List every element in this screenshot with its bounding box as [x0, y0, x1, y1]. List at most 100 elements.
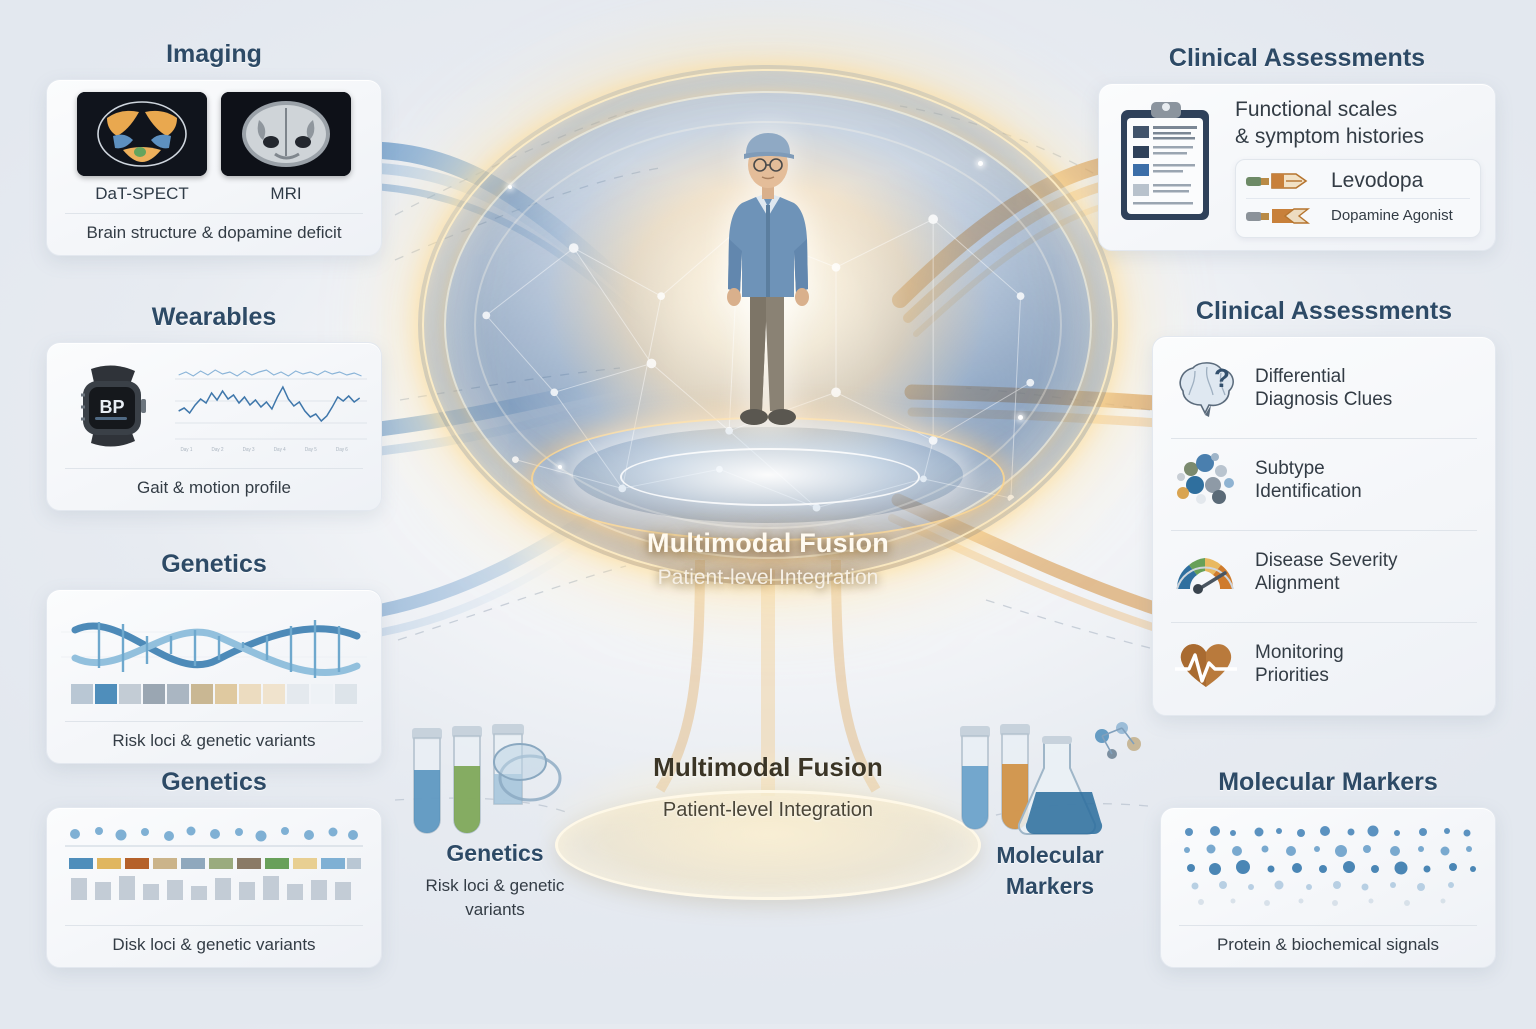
- orb-mid-ring: [444, 91, 1092, 559]
- card-divider: [65, 213, 363, 214]
- protein-signal-map-icon: [1175, 820, 1481, 916]
- capsule-icon: [1244, 203, 1322, 229]
- dat-spect-scan-icon: [77, 92, 207, 176]
- group-title-genetics-2: Genetics: [161, 768, 267, 796]
- group-title-clinical-list: Clinical Assessments: [1195, 297, 1453, 325]
- clinical-row-monitoring[interactable]: Monitoring Priorities: [1167, 623, 1481, 705]
- clipboard-icon: [1113, 96, 1225, 224]
- bottom-genetics-caption-1: Risk loci & genetic: [425, 876, 565, 895]
- group-wearables: Wearables BP: [46, 303, 382, 511]
- genome-track-icon: [61, 820, 367, 916]
- clinical-row-label: Monitoring Priorities: [1255, 641, 1344, 687]
- card-divider: [1171, 438, 1477, 439]
- group-clinical-top: Clinical Assessments: [1098, 44, 1496, 251]
- flask-tubes-icon: [952, 716, 1152, 848]
- group-genetics-dna: Genetics: [46, 550, 382, 764]
- clinical-heading-line2: & symptom histories: [1235, 125, 1425, 149]
- row-line1: Differential: [1255, 365, 1346, 387]
- card-molecular[interactable]: Protein & biochemical signals: [1160, 807, 1496, 968]
- sparkle: [558, 465, 562, 469]
- row-line2: Identification: [1255, 481, 1362, 502]
- svg-text:Day 1: Day 1: [180, 447, 192, 453]
- caption-wearables: Gait & motion profile: [136, 478, 291, 497]
- orb-outer-ring: [422, 69, 1114, 581]
- medication-row[interactable]: Levodopa: [1244, 165, 1472, 197]
- scan-label-dat-spect: DaT-SPECT: [95, 184, 189, 203]
- svg-text:BP: BP: [99, 397, 124, 417]
- group-molecular: Molecular Markers: [1160, 768, 1496, 968]
- bottom-genetics-caption-2: variants: [465, 900, 525, 920]
- card-clinical-top[interactable]: Functional scales & symptom histories: [1098, 83, 1496, 251]
- medication-list[interactable]: Levodopa: [1235, 158, 1481, 238]
- clinical-row-label: Subtype Identification: [1255, 457, 1362, 503]
- clinical-heading-line1: Functional scales: [1235, 98, 1398, 121]
- group-title-molecular: Molecular Markers: [1218, 768, 1438, 796]
- brain-question-icon: ?: [1171, 357, 1241, 419]
- bottom-molecular-title-2: Markers: [1005, 873, 1095, 899]
- svg-text:Day 3: Day 3: [243, 447, 255, 453]
- sparkle: [508, 185, 512, 189]
- card-divider: [65, 925, 363, 926]
- scan-label-mri: MRI: [270, 184, 302, 203]
- card-clinical-list[interactable]: ? Differential Diagnosis Clues: [1152, 336, 1496, 716]
- fusion-dish: [555, 790, 981, 900]
- bottom-genetics-title: Genetics: [446, 840, 544, 866]
- card-divider: [1171, 622, 1477, 623]
- caption-molecular: Protein & biochemical signals: [1216, 935, 1440, 954]
- svg-text:Day 2: Day 2: [212, 447, 224, 453]
- svg-text:Day 4: Day 4: [274, 447, 286, 453]
- gauge-icon: [1171, 541, 1241, 603]
- patient-figure: [702, 121, 834, 451]
- caption-imaging: Brain structure & dopamine deficit: [86, 223, 342, 242]
- group-title-wearables: Wearables: [151, 303, 277, 331]
- group-clinical-list: Clinical Assessments ? Differential Diag…: [1152, 297, 1496, 716]
- medication-label: Dopamine Agonist: [1331, 207, 1453, 225]
- clinical-row-label: Disease Severity Alignment: [1255, 549, 1398, 595]
- row-line2: Priorities: [1255, 665, 1329, 686]
- row-line1: Disease Severity: [1255, 549, 1398, 571]
- capsule-icon: [1244, 168, 1322, 194]
- test-tubes-green-icon: [398, 718, 588, 848]
- clinical-row-severity[interactable]: Disease Severity Alignment: [1167, 531, 1481, 613]
- heart-pulse-icon: [1171, 633, 1241, 695]
- smartwatch-icon: BP: [61, 355, 165, 459]
- bottom-label-genetics: Genetics Risk loci & genetic variants: [370, 840, 620, 921]
- medication-row[interactable]: Dopamine Agonist: [1244, 200, 1472, 232]
- caption-genetics-2: Disk loci & genetic variants: [112, 935, 316, 954]
- clinical-row-subtype[interactable]: Subtype Identification: [1167, 439, 1481, 521]
- card-divider: [65, 468, 363, 469]
- group-title-imaging: Imaging: [166, 40, 262, 68]
- card-divider: [65, 721, 363, 722]
- dna-helix-icon: [61, 602, 367, 712]
- group-title-genetics: Genetics: [161, 550, 267, 578]
- clinical-row-differential[interactable]: ? Differential Diagnosis Clues: [1167, 347, 1481, 429]
- svg-text:Day 6: Day 6: [336, 447, 348, 453]
- sparkle: [1018, 415, 1023, 420]
- medication-divider: [1246, 197, 1470, 199]
- card-genetics-tracks[interactable]: Disk loci & genetic variants: [46, 807, 382, 968]
- group-title-clinical-top: Clinical Assessments: [1168, 44, 1426, 72]
- molecule-cluster-icon: [1171, 449, 1241, 511]
- patient-platform: [573, 427, 963, 523]
- clinical-row-label: Differential Diagnosis Clues: [1255, 365, 1392, 411]
- svg-text:Day 5: Day 5: [305, 447, 317, 453]
- card-divider: [1171, 530, 1477, 531]
- scan-mri[interactable]: MRI: [221, 92, 351, 204]
- card-imaging[interactable]: DaT-SPECT: [46, 79, 382, 256]
- group-imaging: Imaging: [46, 40, 382, 256]
- mri-scan-icon: [221, 92, 351, 176]
- card-divider: [1179, 925, 1477, 926]
- medication-label: Levodopa: [1331, 168, 1424, 192]
- card-wearables[interactable]: BP: [46, 342, 382, 511]
- row-line1: Subtype: [1255, 457, 1325, 479]
- scan-dat-spect[interactable]: DaT-SPECT: [77, 92, 207, 204]
- row-line1: Monitoring: [1255, 641, 1344, 663]
- multimodal-fusion-orb: [418, 65, 1118, 585]
- group-genetics-tracks: Genetics: [46, 768, 382, 968]
- card-genetics-dna[interactable]: Risk loci & genetic variants: [46, 589, 382, 764]
- caption-genetics: Risk loci & genetic variants: [112, 731, 316, 750]
- row-line2: Diagnosis Clues: [1255, 389, 1393, 410]
- bottom-molecular-title-1: Molecular: [996, 842, 1104, 868]
- bottom-label-molecular: Molecular Markers: [940, 842, 1160, 900]
